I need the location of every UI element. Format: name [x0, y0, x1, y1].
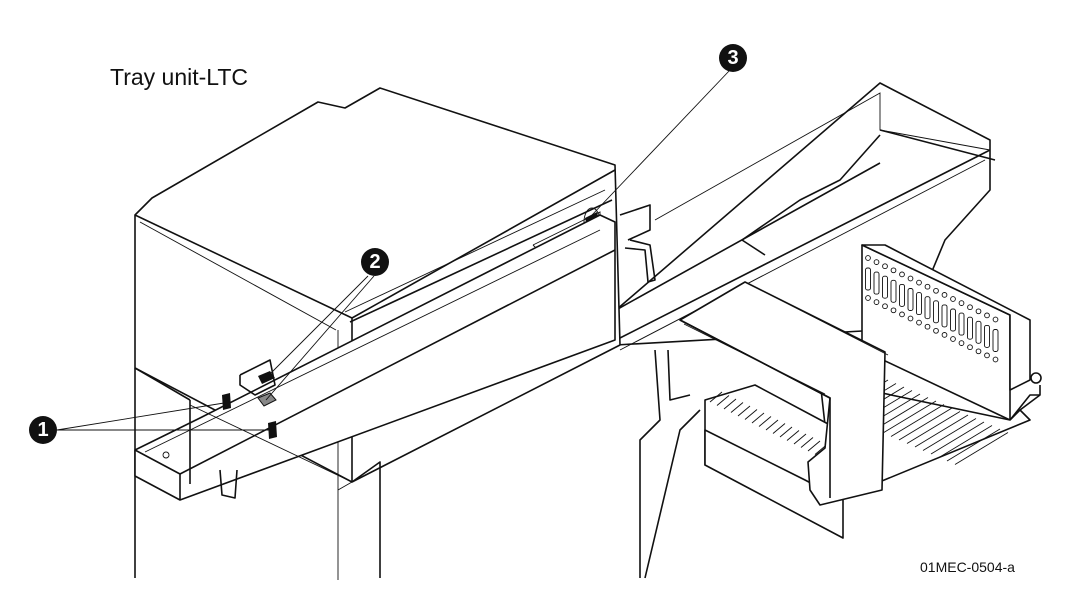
- panel-hole: [899, 271, 905, 278]
- panel-slot: [958, 312, 965, 336]
- panel-hole: [933, 327, 939, 334]
- cable-line: [898, 407, 953, 441]
- cable-line: [772, 423, 786, 434]
- cable-line: [946, 428, 1001, 462]
- panel-hole: [967, 344, 973, 351]
- panel-hole: [941, 292, 948, 298]
- panel-slot: [882, 275, 888, 299]
- panel-hole: [967, 304, 973, 311]
- cable-line: [758, 416, 772, 427]
- panel-slot: [933, 300, 939, 324]
- callout-3: 3: [719, 44, 747, 72]
- cable-line: [793, 433, 807, 445]
- cable-line: [730, 402, 744, 413]
- panel-hole: [933, 287, 939, 294]
- cable-line: [737, 405, 751, 417]
- diagram-title: Tray unit-LTC: [110, 64, 249, 90]
- cable-line: [954, 432, 1009, 465]
- panel-slot: [890, 279, 897, 303]
- panel-hole: [924, 283, 931, 290]
- cable-line: [890, 404, 945, 437]
- panel-hole: [916, 279, 922, 286]
- callout-2: 2: [361, 248, 389, 276]
- panel-slot: [984, 324, 990, 348]
- panel-slot: [865, 267, 871, 291]
- panel-slot: [967, 316, 973, 340]
- panel-hole: [984, 312, 990, 319]
- panel-slot: [873, 271, 880, 295]
- panel-slot: [941, 304, 948, 328]
- panel-slot: [992, 329, 999, 352]
- cable-line: [807, 440, 821, 452]
- panel-hole: [958, 300, 965, 306]
- panel-slot: [899, 283, 905, 307]
- panel-hole: [984, 352, 990, 359]
- panel-slot: [950, 308, 956, 332]
- cable-line: [751, 412, 765, 424]
- panel-hole: [941, 332, 948, 338]
- panel-hole: [924, 323, 931, 330]
- cable-line: [786, 430, 800, 441]
- panel-hole: [907, 275, 914, 282]
- cable-line: [744, 409, 758, 420]
- panel-hole: [975, 348, 982, 355]
- panel-hole: [890, 267, 897, 274]
- panel-slot: [924, 296, 931, 320]
- cable-line: [709, 391, 723, 403]
- figure-id: 01MEC-0504-a: [920, 559, 1015, 575]
- cable-line: [930, 421, 985, 455]
- cable-line: [716, 395, 730, 406]
- cable-line: [723, 398, 737, 410]
- panel-hole: [882, 263, 888, 270]
- cable-line: [922, 418, 977, 451]
- panel-hole: [950, 336, 956, 342]
- panel-hole: [873, 259, 880, 265]
- panel-hole: [958, 340, 965, 346]
- cable-line: [800, 437, 814, 448]
- panel-slot: [975, 320, 982, 344]
- cable-line: [779, 426, 793, 438]
- main-unit-box: [134, 87, 656, 580]
- panel-holes: [865, 255, 999, 363]
- panel-hole: [890, 307, 897, 314]
- panel-hole: [899, 311, 905, 318]
- panel-hole: [992, 356, 999, 363]
- callout-leaders: [56, 69, 731, 431]
- panel-hole: [916, 319, 922, 326]
- panel-hole: [882, 303, 888, 310]
- panel-hole: [950, 296, 956, 302]
- cover-plate: [679, 281, 889, 506]
- panel-hole: [975, 308, 982, 315]
- cable-line: [938, 425, 993, 458]
- panel-hole: [865, 255, 871, 261]
- panel-hole: [873, 299, 880, 305]
- panel-hole: [907, 315, 914, 322]
- cable-line: [765, 419, 779, 431]
- cable-line: [914, 414, 969, 448]
- panel-hole: [865, 295, 871, 301]
- panel-slot: [907, 288, 914, 311]
- cable-line: [882, 400, 937, 434]
- panel-hole: [992, 316, 999, 323]
- callout-1: 1: [29, 416, 57, 444]
- cable-line: [906, 411, 961, 444]
- panel-slot: [916, 292, 922, 316]
